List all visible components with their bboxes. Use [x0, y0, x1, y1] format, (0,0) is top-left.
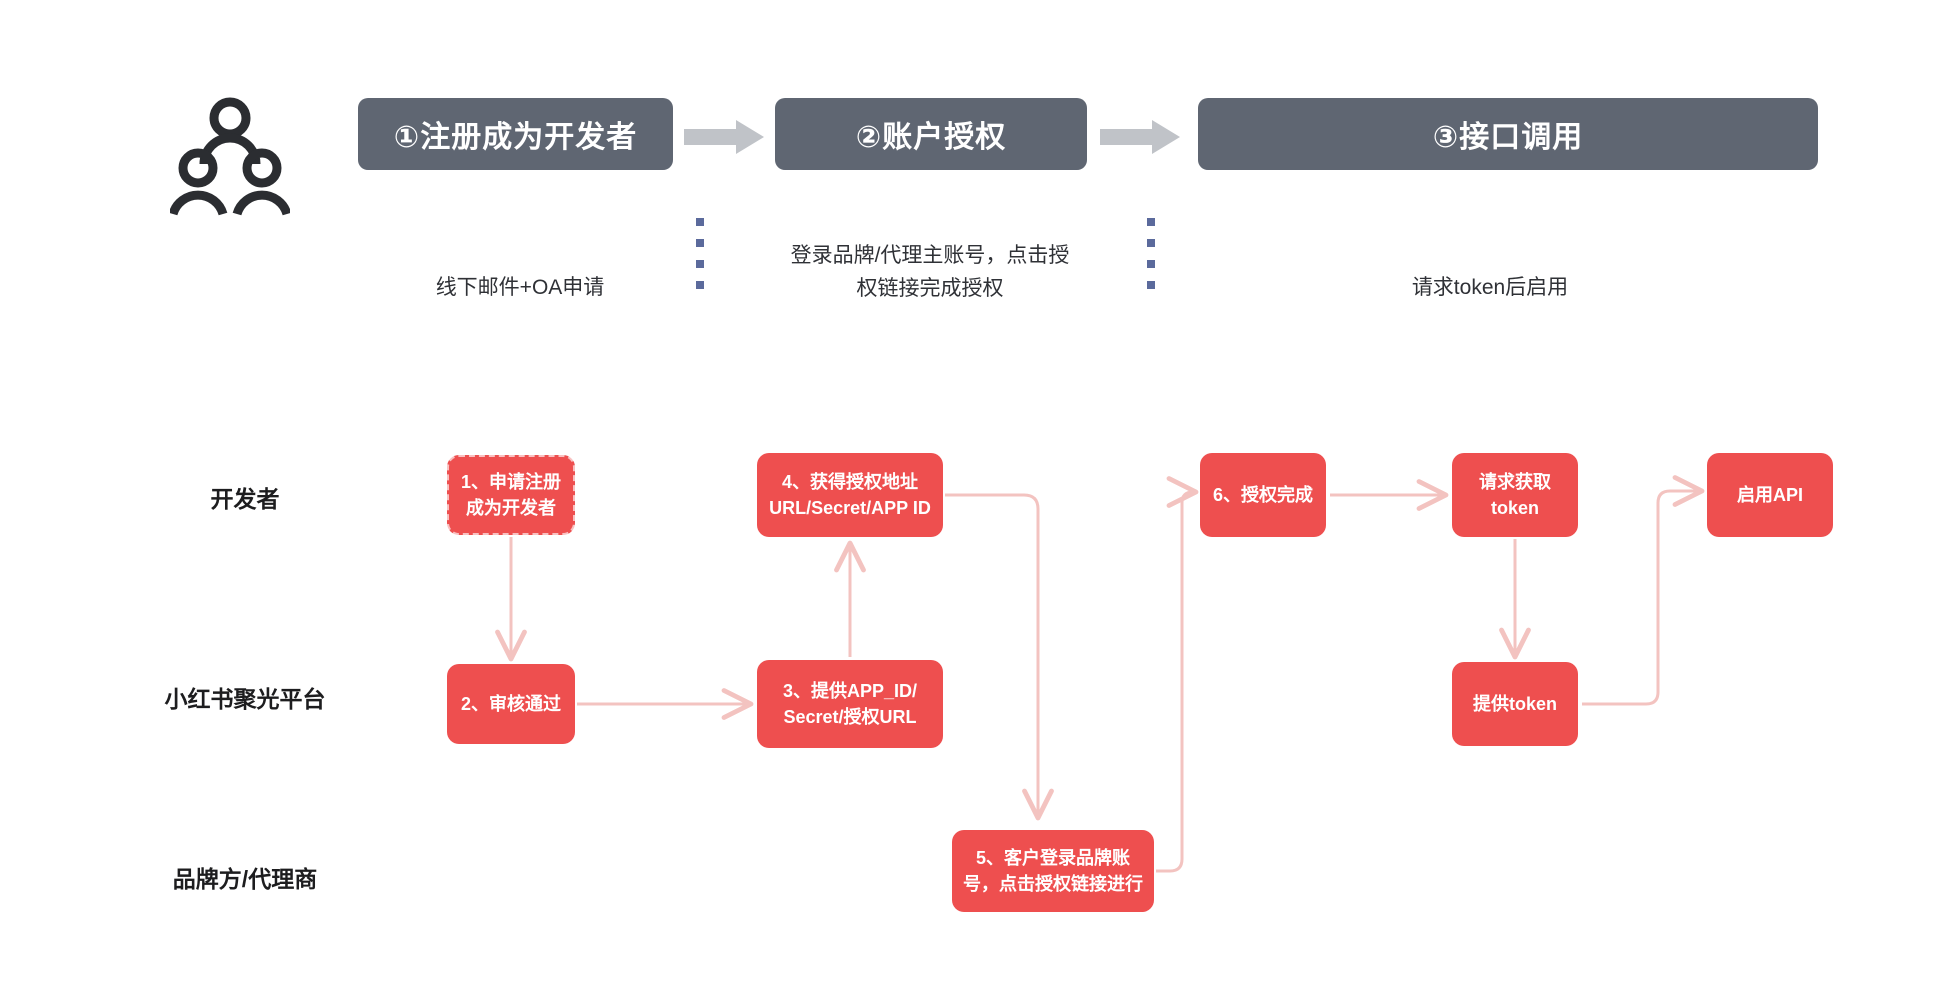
- phase-description-authorize: 登录品牌/代理主账号，点击授权链接完成授权: [790, 244, 1070, 300]
- flow-node-label: 2、审核通过: [460, 693, 561, 714]
- flow-node-2[interactable]: 2、审核通过: [447, 664, 575, 744]
- flow-node-label: 5、客户登录品牌账号，点击授权链接进行: [963, 847, 1143, 894]
- lane-label-brand: 品牌方/代理商: [172, 866, 318, 892]
- flow-node-5[interactable]: 5、客户登录品牌账号，点击授权链接进行: [952, 830, 1154, 912]
- phase-box-api-call[interactable]: ③接口调用: [1198, 98, 1818, 170]
- edge-n4-n5: [945, 493, 1054, 821]
- phase-box-authorize[interactable]: ②账户授权: [775, 98, 1087, 170]
- dot-separator: [1147, 218, 1155, 290]
- flow-node-3[interactable]: 3、提供APP_ID/Secret/授权URL: [757, 660, 943, 748]
- flow-node-label: 6、授权完成: [1212, 484, 1313, 505]
- flow-node-label: 3、提供APP_ID/Secret/授权URL: [782, 680, 918, 727]
- phase-box-register[interactable]: ①注册成为开发者: [358, 98, 673, 170]
- lane-label-platform: 小红书聚光平台: [164, 686, 326, 712]
- phase-arrow-right-icon: [684, 120, 764, 154]
- edge-n5-n6: [1156, 476, 1199, 873]
- phase-arrow-right-icon: [1100, 120, 1180, 154]
- flow-node-label: 提供token: [1472, 693, 1557, 714]
- dot-separator: [696, 218, 704, 290]
- flow-node-enable-api[interactable]: 启用API: [1707, 453, 1833, 537]
- flow-node-provide-token[interactable]: 提供token: [1452, 662, 1578, 746]
- phase-description-register: 线下邮件+OA申请: [435, 276, 605, 299]
- phase-description-api-call: 请求token后启用: [1411, 276, 1569, 299]
- lane-label-developer: 开发者: [210, 486, 280, 512]
- flow-node-label: 启用API: [1736, 484, 1803, 505]
- flow-node-1[interactable]: 1、申请注册成为开发者: [447, 455, 575, 535]
- flow-node-6[interactable]: 6、授权完成: [1200, 453, 1326, 537]
- people-group-icon: [170, 97, 290, 216]
- flow-node-label: 1、申请注册成为开发者: [460, 471, 561, 518]
- edge-n8-n9: [1582, 475, 1705, 706]
